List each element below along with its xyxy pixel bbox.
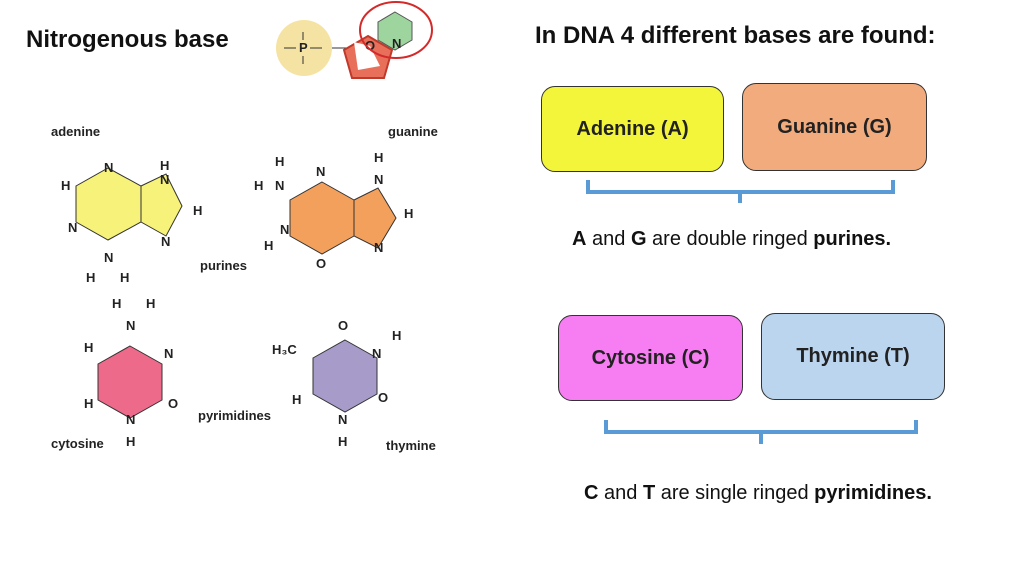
svg-text:cytosine: cytosine xyxy=(51,436,104,451)
svg-text:O: O xyxy=(338,318,348,333)
svg-text:H: H xyxy=(112,296,121,311)
svg-text:H: H xyxy=(374,150,383,165)
svg-text:O: O xyxy=(378,390,388,405)
svg-text:guanine: guanine xyxy=(388,124,438,139)
adenine-label: Adenine (A) xyxy=(576,117,689,140)
svg-text:H: H xyxy=(126,434,135,449)
svg-text:N: N xyxy=(126,318,135,333)
svg-text:H: H xyxy=(264,238,273,253)
svg-text:N: N xyxy=(68,220,77,235)
svg-text:N: N xyxy=(280,222,289,237)
thymine-label: Thymine (T) xyxy=(796,345,910,367)
svg-text:H: H xyxy=(160,158,169,173)
svg-text:H: H xyxy=(404,206,413,221)
svg-text:H: H xyxy=(84,396,93,411)
purines-label: purines xyxy=(200,258,247,273)
svg-text:P: P xyxy=(299,40,308,55)
svg-text:H: H xyxy=(61,178,70,193)
guanine-box: Guanine (G) xyxy=(742,83,927,171)
svg-text:H₃C: H₃C xyxy=(272,342,297,357)
svg-text:H: H xyxy=(254,178,263,193)
svg-text:H: H xyxy=(338,434,347,449)
svg-text:N: N xyxy=(161,234,170,249)
svg-text:O: O xyxy=(316,256,326,271)
svg-text:N: N xyxy=(126,412,135,427)
page-title-right: In DNA 4 different bases are found: xyxy=(535,22,936,49)
svg-text:H: H xyxy=(193,203,202,218)
pyrimidines-caption: C and T are single ringed pyrimidines. xyxy=(584,482,932,504)
svg-text:H: H xyxy=(392,328,401,343)
guanine-label: Guanine (G) xyxy=(777,115,892,138)
svg-text:H: H xyxy=(292,392,301,407)
svg-text:N: N xyxy=(338,412,347,427)
page-title-left: Nitrogenous base xyxy=(26,26,229,53)
svg-text:H: H xyxy=(86,270,95,285)
svg-text:H: H xyxy=(120,270,129,285)
thymine-structure: O H N H₃C O H N H thymine xyxy=(272,318,436,453)
svg-text:N: N xyxy=(104,250,113,265)
svg-text:N: N xyxy=(392,36,401,51)
purines-caption: A and G are double ringed purines. xyxy=(572,228,892,250)
adenine-box: Adenine (A) xyxy=(541,86,724,172)
svg-text:adenine: adenine xyxy=(51,124,100,139)
svg-text:H: H xyxy=(146,296,155,311)
svg-text:N: N xyxy=(374,172,383,187)
svg-text:H: H xyxy=(84,340,93,355)
adenine-structure: N N H N H N H N H H adenine xyxy=(51,124,202,285)
svg-text:O: O xyxy=(365,38,375,53)
svg-text:N: N xyxy=(374,240,383,255)
svg-text:N: N xyxy=(316,164,325,179)
svg-text:O: O xyxy=(168,396,178,411)
pyrimidines-label: pyrimidines xyxy=(198,408,271,423)
guanine-structure: H H N N H N H N N H O guanine xyxy=(254,124,438,271)
svg-text:N: N xyxy=(372,346,381,361)
svg-text:N: N xyxy=(164,346,173,361)
svg-text:thymine: thymine xyxy=(386,438,436,453)
pyrimidines-bracket xyxy=(604,420,918,444)
purines-bracket xyxy=(586,180,895,203)
svg-text:N: N xyxy=(275,178,284,193)
nucleotide-icon: P O N xyxy=(276,1,433,79)
thymine-box: Thymine (T) xyxy=(761,313,945,400)
cytosine-box: Cytosine (C) xyxy=(558,315,743,401)
cytosine-structure: H H N H N O H N H cytosine xyxy=(51,296,178,451)
cytosine-label: Cytosine (C) xyxy=(591,346,710,369)
svg-text:N: N xyxy=(104,160,113,175)
svg-text:N: N xyxy=(160,172,169,187)
svg-text:H: H xyxy=(275,154,284,169)
